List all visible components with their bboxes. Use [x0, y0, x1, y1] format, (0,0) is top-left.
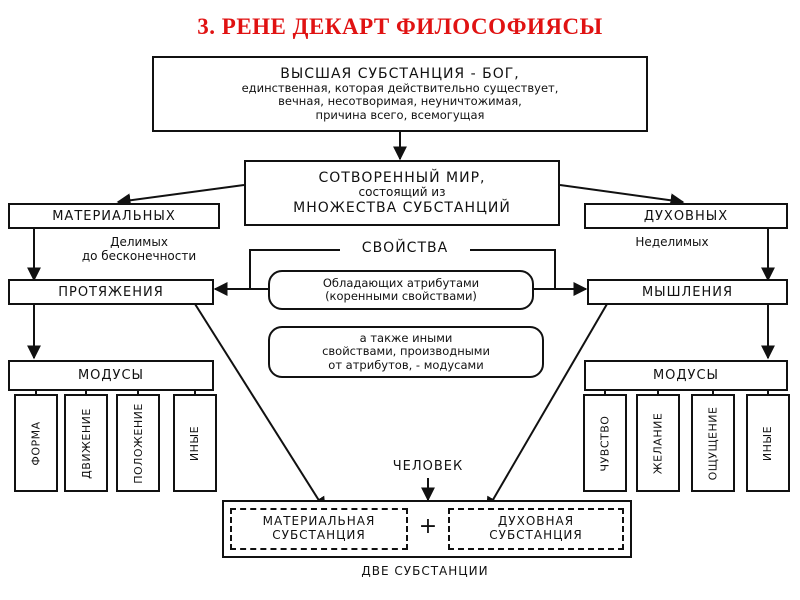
indivisible-text: Неделимых [602, 235, 742, 250]
mode-form-label: ФОРМА [29, 420, 43, 466]
mode-position-label: ПОЛОЖЕНИЕ [131, 402, 145, 484]
page-title: 3. РЕНЕ ДЕКАРТ ФИЛОСОФИЯСЫ [197, 14, 603, 39]
god-line-2: вечная, несотворимая, неуничтожимая, [278, 94, 522, 109]
world-line-2: состоящий из [358, 185, 446, 200]
mode-other-right-box: ИНЫЕ [746, 394, 790, 492]
modes-right-label: МОДУСЫ [652, 368, 720, 383]
material-substance-line-1: МАТЕРИАЛЬНАЯ [262, 514, 376, 529]
divisible-line-2: до бесконечности [81, 248, 197, 263]
modes-right-box: МОДУСЫ [584, 360, 788, 391]
arrow-thinking-to-spiritual-substance [486, 303, 608, 512]
properties-label: СВОЙСТВА [361, 240, 449, 256]
mode-other-right-label: ИНЫЕ [761, 425, 775, 461]
god-heading: ВЫСШАЯ СУБСТАНЦИЯ - БОГ, [280, 66, 520, 83]
mode-sensation-label: ОЩУЩЕНИЕ [706, 406, 720, 480]
modes-description-line-3: от атрибутов, - модусами [328, 357, 484, 372]
mode-other-left-box: ИНЫЕ [173, 394, 217, 492]
thinking-box: МЫШЛЕНИЯ [587, 279, 788, 305]
god-line-1: единственная, которая действительно суще… [241, 81, 559, 96]
two-substances-label: ДВЕ СУБСТАНЦИИ [361, 564, 489, 578]
attributes-line-2: (коренными свойствами) [325, 289, 477, 303]
god-line-3: причина всего, всемогущая [315, 107, 485, 122]
spiritual-box: ДУХОВНЫХ [584, 203, 788, 229]
divisible-text: Делимых до бесконечности [50, 235, 228, 264]
god-box: ВЫСШАЯ СУБСТАНЦИЯ - БОГ, единственная, к… [152, 56, 648, 132]
extension-box: ПРОТЯЖЕНИЯ [8, 279, 214, 305]
mode-desire-label: ЖЕЛАНИЕ [651, 412, 665, 474]
extension-label: ПРОТЯЖЕНИЯ [58, 284, 164, 300]
spiritual-label: ДУХОВНЫХ [643, 208, 729, 224]
divisible-line-1: Делимых [110, 235, 168, 249]
mode-other-left-label: ИНЫЕ [188, 425, 202, 461]
material-substance-box: МАТЕРИАЛЬНАЯ СУБСТАНЦИЯ [230, 508, 408, 550]
indivisible-label: Неделимых [635, 235, 709, 249]
mode-feeling-box: ЧУВСТВО [583, 394, 627, 492]
material-label: МАТЕРИАЛЬНЫХ [52, 208, 176, 224]
modes-description-line-1: а также иными [359, 331, 453, 346]
mode-position-box: ПОЛОЖЕНИЕ [116, 394, 160, 492]
world-line-3: МНОЖЕСТВА СУБСТАНЦИЙ [293, 199, 511, 216]
arrow-world-to-material [116, 184, 245, 208]
attributes-line-1: Обладающих атрибутами [322, 275, 480, 290]
spiritual-substance-box: ДУХОВНАЯ СУБСТАНЦИЯ [448, 508, 624, 550]
spiritual-substance-line-1: ДУХОВНАЯ [497, 514, 575, 529]
mode-motion-label: ДВИЖЕНИЕ [79, 407, 93, 479]
mode-feeling-label: ЧУВСТВО [598, 415, 612, 471]
material-substance-line-2: СУБСТАНЦИЯ [272, 528, 366, 542]
modes-description-box: а также иными свойствами, производными о… [268, 326, 544, 378]
world-box: СОТВОРЕННЫЙ МИР, состоящий из МНОЖЕСТВА … [244, 160, 560, 226]
mode-desire-box: ЖЕЛАНИЕ [636, 394, 680, 492]
modes-left-box: МОДУСЫ [8, 360, 214, 391]
spiritual-substance-line-2: СУБСТАНЦИЯ [489, 528, 583, 542]
mode-sensation-box: ОЩУЩЕНИЕ [691, 394, 735, 492]
world-line-1: СОТВОРЕННЫЙ МИР, [318, 170, 486, 186]
thinking-label: МЫШЛЕНИЯ [641, 284, 734, 300]
human-label: ЧЕЛОВЕК [392, 459, 464, 474]
mode-form-box: ФОРМА [14, 394, 58, 492]
properties-bracket-right [470, 249, 556, 288]
arrow-world-to-spiritual [559, 184, 685, 208]
arrow-extension-to-material-substance [194, 303, 326, 512]
material-box: МАТЕРИАЛЬНЫХ [8, 203, 220, 229]
properties-bracket-left [249, 249, 340, 288]
attributes-box: Обладающих атрибутами (коренными свойств… [268, 270, 534, 310]
mode-motion-box: ДВИЖЕНИЕ [64, 394, 108, 492]
modes-left-label: МОДУСЫ [77, 368, 145, 383]
modes-description-line-2: свойствами, производными [322, 344, 490, 359]
plus-sign: + [418, 514, 438, 539]
